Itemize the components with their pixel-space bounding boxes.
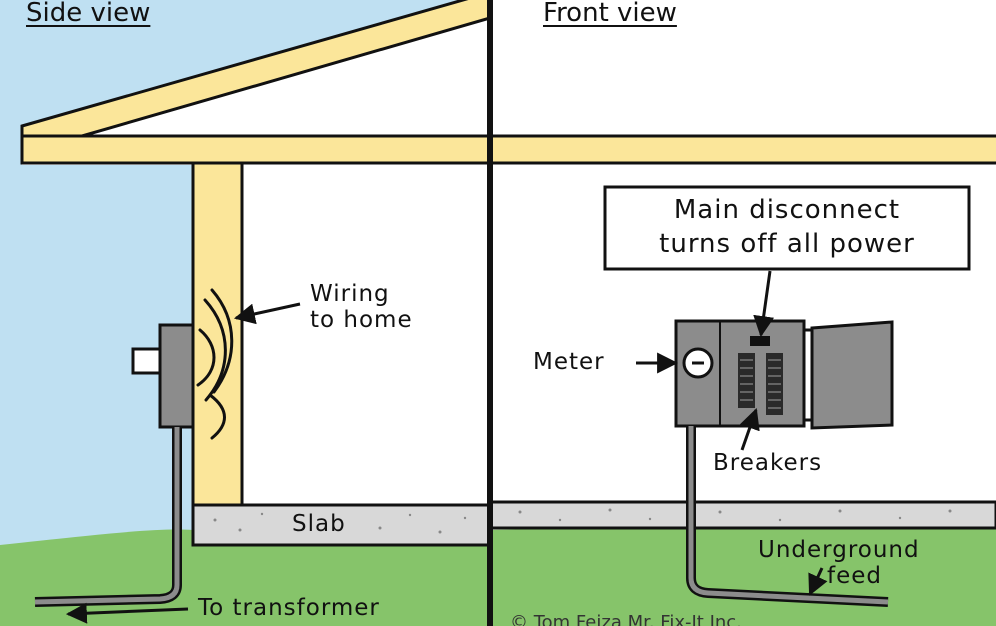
slab-label: Slab: [292, 511, 346, 537]
underground-label-line1: Underground: [758, 537, 920, 563]
side-view-title: Side view: [26, 0, 151, 28]
to-transformer-label: To transformer: [198, 595, 380, 621]
sky: [0, 0, 470, 545]
main-disconnect-breaker: [750, 336, 770, 346]
ground-right: [490, 520, 996, 626]
front-view-title: Front view: [543, 0, 677, 28]
main-disconnect-box: [603, 185, 971, 271]
copyright-credit: © Tom Feiza Mr. Fix-It Inc.: [510, 612, 742, 626]
ceiling-joist: [20, 134, 996, 165]
arrow-underground: [808, 567, 828, 596]
wiring-label-line2: to home: [310, 307, 413, 333]
wiring-label-line1: Wiring: [310, 281, 390, 307]
arrow-wiring: [233, 302, 301, 325]
underground-label-line2: feed: [827, 563, 882, 589]
feed-conduit-front-inner: [688, 426, 889, 605]
arrow-main-disconnect: [753, 270, 775, 338]
arrow-transformer: [65, 602, 189, 624]
breaker-ridges: [740, 359, 781, 409]
slab-speckles: [213, 508, 952, 534]
wall-stud: [191, 161, 244, 507]
main-disconnect-line1: Main disconnect: [673, 195, 901, 225]
attic-space: [60, 5, 996, 138]
panel-door: [810, 320, 894, 430]
breakers-label: Breakers: [713, 450, 823, 476]
arrow-icon: [65, 270, 828, 624]
meter-label: Meter: [533, 349, 605, 375]
feed-conduit-side-inner: [34, 427, 180, 605]
wiring-lines: [196, 288, 234, 440]
panel-side: [158, 323, 195, 429]
arrow-breakers: [739, 408, 760, 451]
main-disconnect-line2: turns off all power: [659, 229, 915, 259]
slab-front: [488, 500, 996, 530]
slab-side: [191, 503, 492, 547]
